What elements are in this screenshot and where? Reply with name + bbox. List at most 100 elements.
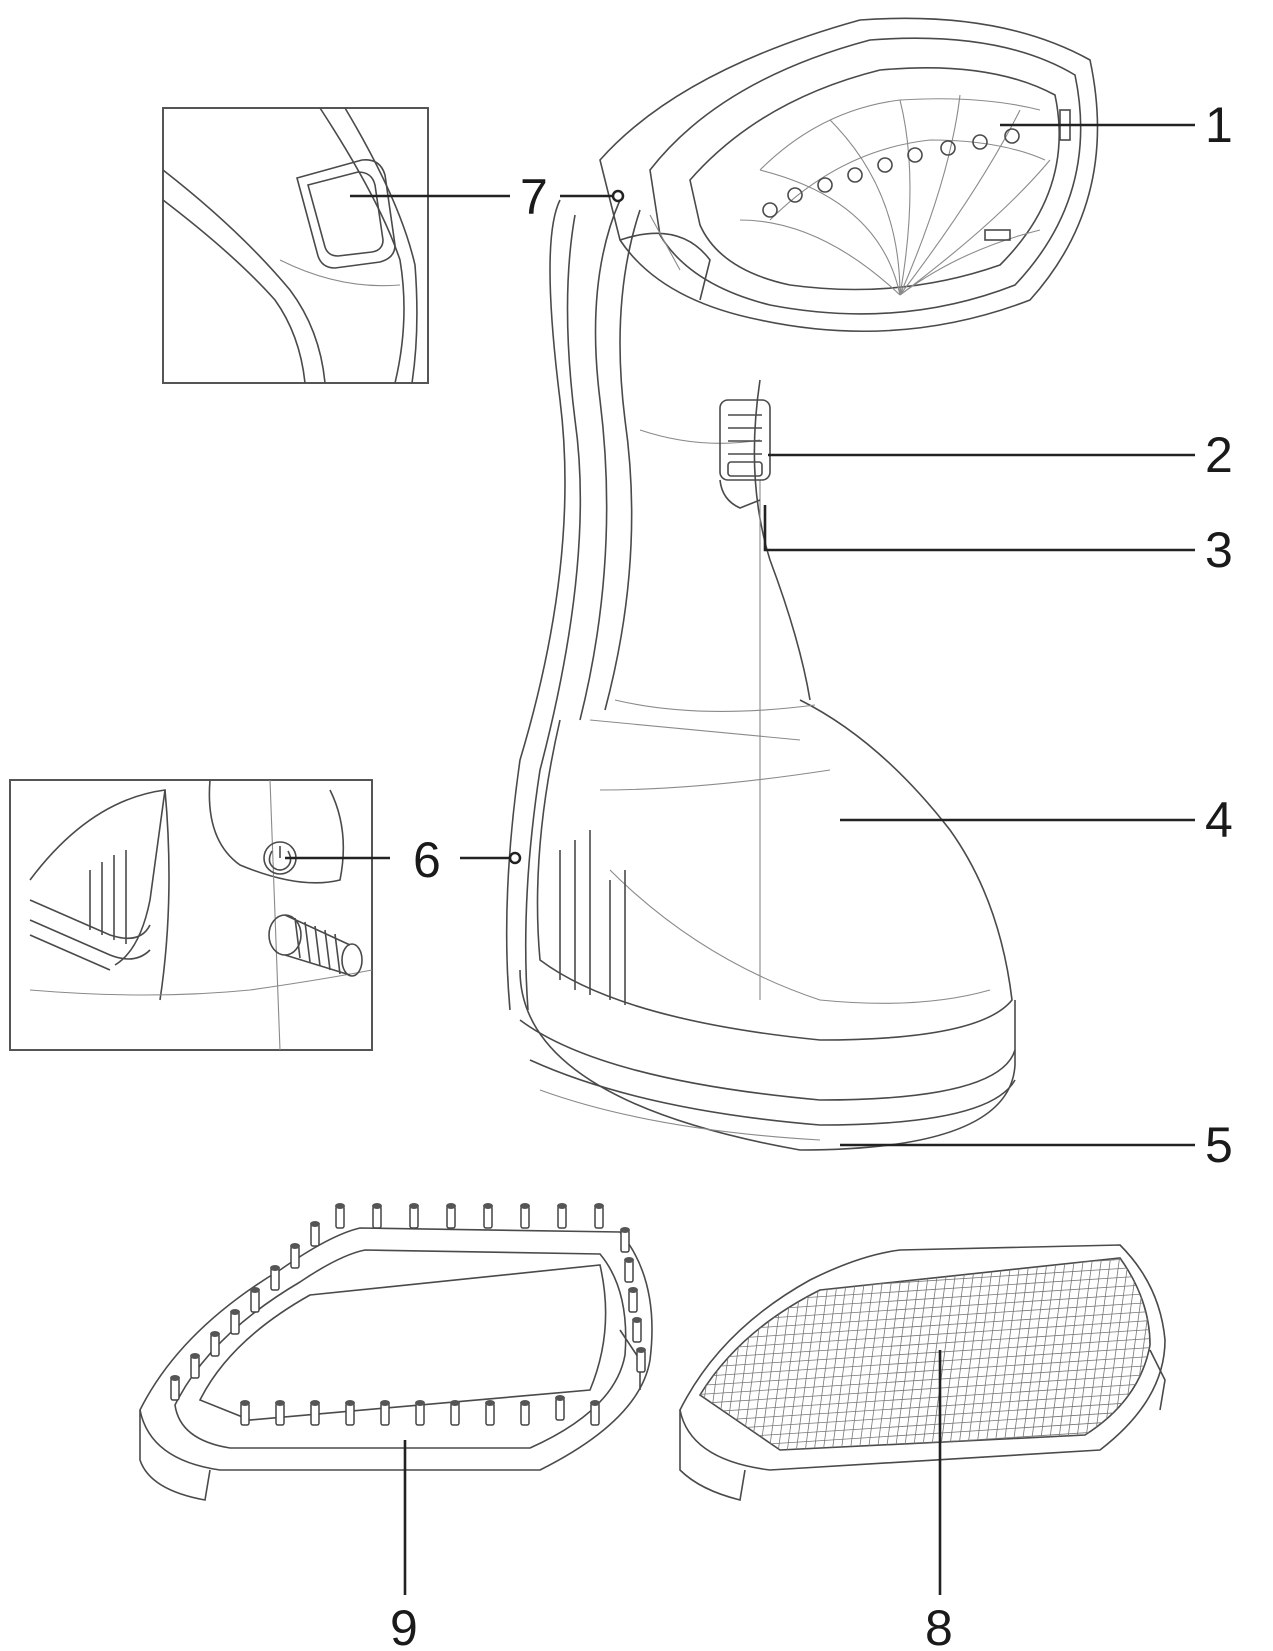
callout-8: 8 [925,1600,953,1651]
mesh-line [700,1319,1150,1351]
mesh-pad-attachment [669,1240,1166,1501]
bristle [210,1333,220,1357]
bristle [483,1205,493,1229]
bristle-tip [446,1203,456,1209]
bristle [380,1402,390,1426]
mesh-line [1118,1258,1150,1450]
bristle-tip [335,1203,345,1209]
bristle-tip [270,1265,280,1271]
mesh-line [974,1258,1006,1450]
bristle-tip [555,1395,565,1401]
callout-4: 4 [1205,792,1233,848]
bristle [190,1355,200,1379]
bristle [335,1205,345,1229]
mesh-line [983,1258,1015,1450]
mesh-line [776,1258,808,1450]
mesh-line [758,1258,790,1450]
bristle-tip [632,1317,642,1323]
bristle [240,1402,250,1426]
mesh-line [848,1258,880,1450]
mesh-line [794,1258,826,1450]
bristle-tip [380,1400,390,1406]
mesh-line [839,1258,871,1450]
bristle-tip [345,1400,355,1406]
steamer-body [505,17,1099,1151]
bristle-tip [628,1287,638,1293]
mesh-line [713,1258,745,1450]
bristle [275,1402,285,1426]
bristle [557,1205,567,1229]
bristle [345,1402,355,1426]
mesh-line [700,1258,1150,1270]
bristle-tip [594,1203,604,1209]
bristle [230,1311,240,1335]
mesh-line [992,1258,1024,1450]
mesh-grid [669,1240,1150,1460]
mesh-line [700,1328,1150,1360]
mesh-line [669,1240,699,1460]
mesh-line [920,1258,952,1450]
mesh-line [700,1337,1150,1369]
mesh-line [767,1258,799,1450]
brush-attachment [139,1203,653,1501]
inset-top-power-button [162,107,429,384]
bristle-tip [485,1400,495,1406]
bristle [555,1397,565,1421]
bristle [270,1267,280,1291]
bristle-tip [557,1203,567,1209]
mesh-line [1064,1258,1096,1450]
bristle [624,1259,634,1283]
callout-6: 6 [413,832,441,888]
bristle-tip [636,1347,646,1353]
bristle-tip [210,1331,220,1337]
bristle-tip [372,1203,382,1209]
bristle-tip [290,1243,300,1249]
mesh-line [1010,1258,1042,1450]
mesh-line [700,1310,1150,1342]
mesh-line [700,1382,1150,1414]
callout-dot-6 [508,851,522,865]
mesh-line [700,1409,1150,1441]
mesh-line [700,1418,1150,1450]
mesh-line [700,1436,1150,1450]
callout-labels: 1 2 3 4 5 6 7 8 9 [390,97,1233,1651]
bristle-tip [520,1400,530,1406]
bristle [310,1402,320,1426]
mesh-line [700,1364,1150,1396]
bristle [632,1319,642,1343]
mesh-line [700,1400,1150,1432]
bristle-tip [275,1400,285,1406]
mesh-line [700,1373,1150,1405]
bristle [628,1289,638,1313]
bristle-tip [450,1400,460,1406]
bristle-tip [620,1227,630,1233]
bristle [636,1349,646,1373]
mesh-line [700,1258,709,1450]
mesh-line [700,1391,1150,1423]
bristle [485,1402,495,1426]
bristle-tip [240,1400,250,1406]
callout-dot-7 [611,189,625,203]
mesh-line [929,1258,961,1450]
callout-5: 5 [1205,1117,1233,1173]
bristle-tip [520,1203,530,1209]
bristle [446,1205,456,1229]
bristle-tip [230,1309,240,1315]
bristle-row [170,1203,646,1426]
bristle-tip [170,1375,180,1381]
bristle-tip [250,1287,260,1293]
mesh-line [1046,1258,1078,1450]
mesh-line [785,1258,817,1450]
mesh-line [1073,1258,1105,1450]
bristle [409,1205,419,1229]
mesh-line [911,1258,943,1450]
mesh-line [1055,1258,1087,1450]
bristle [520,1402,530,1426]
callout-9: 9 [390,1600,418,1651]
bristle [290,1245,300,1269]
mesh-line [700,1283,1150,1315]
mesh-line [1001,1258,1033,1450]
bristle [590,1402,600,1426]
mesh-line [857,1258,889,1450]
